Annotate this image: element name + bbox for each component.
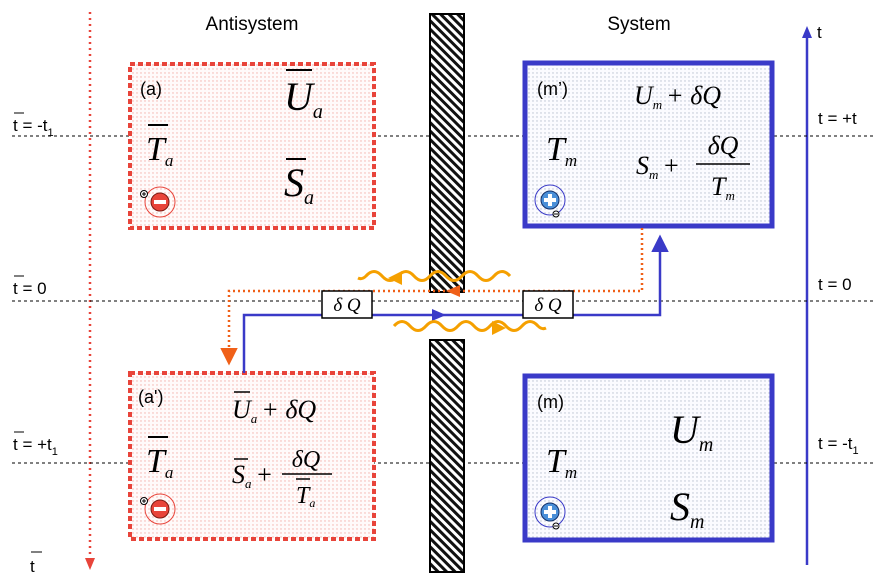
box-m-label: (m) — [537, 392, 564, 412]
box-a-temp-sub: a — [165, 151, 174, 170]
box-a-prime-temp: Ta — [146, 443, 173, 482]
box-m-prime-temp: Tm — [546, 131, 577, 170]
box-a-frame — [128, 62, 376, 230]
right-level-label-2-text: t = -t — [818, 434, 853, 453]
box-m: (m) Tm Um Sm — [522, 373, 775, 543]
box-m-prime-energy-plus: + δQ — [666, 81, 721, 110]
antisystem-heat-path — [220, 228, 644, 366]
right-axis-label: t — [817, 23, 822, 42]
box-m-prime-label: (m’) — [537, 79, 568, 99]
system-heat-midarrow — [432, 309, 446, 321]
heat-box-right — [522, 290, 574, 319]
box-a-entropy-sub: a — [304, 187, 314, 209]
wall-upper — [429, 13, 465, 293]
box-a-prime-label: (a') — [138, 387, 163, 407]
box-a-prime-entropy-plus: + — [256, 460, 274, 489]
box-a-prime-fraction-numerator: δQ — [292, 447, 321, 473]
box-m-energy: Um — [670, 407, 713, 456]
left-level-label-2: t = +t1 — [13, 435, 58, 458]
system-header: System — [607, 14, 670, 35]
box-m-entropy: Sm — [670, 484, 704, 533]
box-m-prime-entropy: Sm + — [636, 151, 680, 182]
minus-icon — [140, 186, 176, 218]
box-m-prime-energy: Um + δQ — [634, 81, 721, 112]
box-m-prime-fraction-numerator: δQ — [708, 131, 739, 160]
box-a-prime-temp-symbol: T — [146, 443, 167, 480]
heat-wave-lower-arrowhead — [492, 321, 506, 335]
box-m-energy-sub: m — [699, 434, 713, 456]
heat-wave-upper — [357, 270, 512, 282]
left-level-label-2-sub: 1 — [52, 446, 58, 458]
box-a-prime-entropy: Sa + — [232, 460, 273, 491]
box-a-prime-temp-sub: a — [165, 463, 174, 482]
box-a-prime-denominator-sub: a — [309, 496, 315, 510]
box-m-temp-sub: m — [565, 463, 577, 482]
right-axis-arrowhead — [802, 26, 812, 38]
box-m-temp-symbol: T — [546, 443, 567, 480]
left-level-label-0: t = -t1 — [13, 116, 54, 139]
box-a-entropy: Sa — [284, 160, 314, 209]
left-level-label-1: t = 0 — [13, 279, 47, 298]
box-a-prime-denominator-symbol: T — [296, 483, 311, 509]
box-m-prime-entropy-sub: m — [649, 167, 658, 182]
heat-wave-lower — [392, 320, 547, 332]
right-level-label-2: t = -t1 — [818, 434, 859, 457]
box-m-prime: (m’) Tm Um + δQ Sm + δQ Tm — [522, 60, 775, 229]
left-axis-label: t — [30, 557, 35, 576]
box-m-prime-energy-symbol: U — [634, 81, 655, 110]
box-a-prime-energy-plus: + δQ — [261, 395, 316, 424]
heat-wave-upper-arrowhead — [388, 271, 402, 285]
box-a: (a) Ta Ua Sa — [128, 62, 376, 230]
box-a-prime-entropy-sub: a — [245, 476, 252, 491]
box-a-prime-fraction-denominator: Ta — [296, 483, 315, 510]
box-m-prime-entropy-symbol: S — [636, 151, 649, 180]
box-a-prime-energy-sub: a — [251, 411, 258, 426]
box-m-prime-fraction-denominator: Tm — [711, 172, 735, 203]
left-level-label-0-text: t = -t — [13, 116, 48, 135]
box-m-entropy-sub: m — [690, 511, 704, 533]
wall-lower — [429, 339, 465, 573]
heat-box-left — [321, 290, 373, 319]
heat-box-right-label: δ Q — [534, 295, 562, 316]
box-a-prime-entropy-symbol: S — [232, 460, 245, 489]
box-m-prime-denominator-sub: m — [725, 188, 734, 203]
left-level-label-2-text: t = +t — [13, 435, 52, 454]
box-a-prime: (a') Ta Ua+ δQ Sa+ δQ Ta — [128, 371, 376, 541]
box-a-temp: Ta — [146, 131, 173, 170]
box-a-prime-energy-symbol: U — [232, 395, 253, 424]
box-m-entropy-symbol: S — [670, 484, 690, 529]
box-a-temp-symbol: T — [146, 131, 167, 168]
box-m-prime-energy-sub: m — [653, 97, 662, 112]
box-m-prime-denominator-symbol: T — [711, 172, 727, 201]
box-m-prime-temp-symbol: T — [546, 131, 567, 168]
box-m-prime-temp-sub: m — [565, 151, 577, 170]
box-m-prime-entropy-plus: + — [662, 151, 680, 180]
box-a-energy-symbol: U — [284, 74, 316, 119]
right-level-label-1: t = 0 — [818, 275, 852, 294]
box-a-energy-sub: a — [313, 101, 323, 123]
box-m-temp: Tm — [546, 443, 577, 482]
box-a-energy: Ua — [284, 74, 323, 123]
plus-icon — [534, 184, 566, 218]
box-a-entropy-symbol: S — [284, 160, 304, 205]
box-m-prime-frame — [522, 60, 775, 229]
antisystem-header: Antisystem — [206, 14, 299, 35]
box-m-frame — [522, 373, 775, 543]
minus-icon — [140, 493, 176, 525]
plus-icon — [534, 496, 566, 530]
box-m-energy-symbol: U — [670, 407, 702, 452]
left-axis-arrowhead — [85, 558, 95, 570]
box-a-prime-frame — [128, 371, 376, 541]
box-a-prime-energy: Ua+ δQ — [232, 395, 316, 426]
antisystem-heat-midarrow — [446, 285, 460, 297]
right-level-label-2-sub: 1 — [852, 445, 858, 457]
left-level-label-0-sub: 1 — [47, 127, 53, 139]
heat-box-left-label: δ Q — [333, 295, 361, 316]
box-a-label: (a) — [140, 79, 162, 99]
system-heat-path — [242, 234, 669, 373]
right-level-label-0: t = +t — [818, 109, 857, 128]
